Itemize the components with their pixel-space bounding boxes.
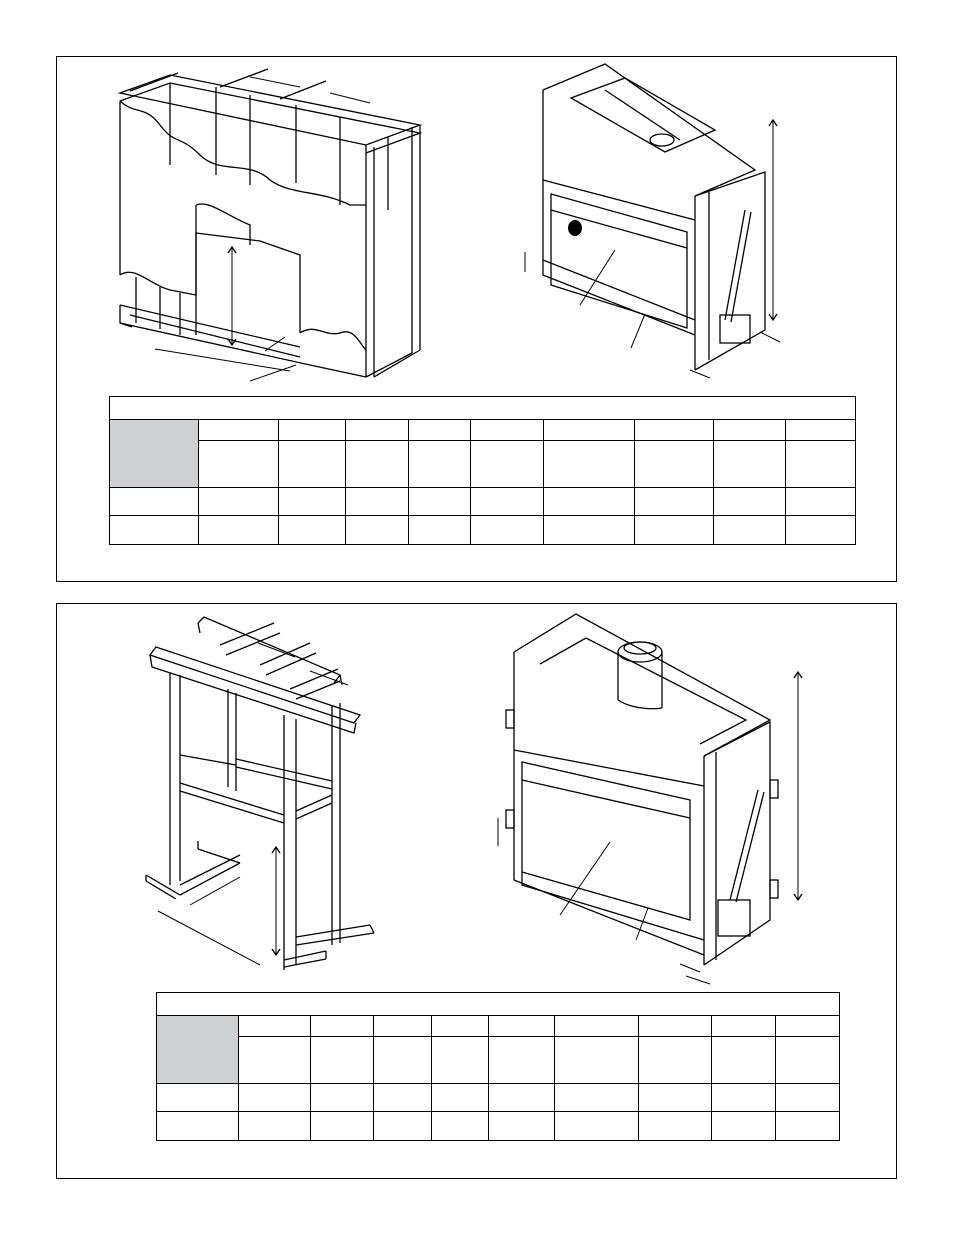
header-cell [638,1036,712,1084]
table-cell [408,515,472,545]
table-cell [198,487,279,516]
header-cell [431,1015,489,1037]
spec-table-bottom [155,992,841,1141]
table-cell [408,487,472,516]
fireplace-unit-drawing [524,63,781,379]
header-cell [198,419,279,441]
header-cell [633,440,715,488]
table-cell [373,1083,432,1112]
table-cell [713,487,787,516]
table-cell [108,487,200,516]
table-cell [713,515,787,545]
header-cell [470,440,545,488]
table-row [108,487,856,516]
table-cell [785,487,856,516]
header-cell [785,440,856,488]
header-cell [373,1015,432,1037]
table-cell [638,1111,712,1141]
table-cell [638,1083,712,1112]
table-cell [373,1111,432,1141]
header-cell [554,1015,639,1037]
table-cell [488,1083,555,1112]
fireplace-unit-vent-drawing [497,613,803,985]
header-cell [774,1015,841,1037]
header-cell [488,1036,555,1084]
table-cell [785,515,856,545]
header-cell [543,440,635,488]
spec-table-top [108,396,856,545]
table-row [156,1083,841,1112]
header-cell [373,1036,432,1084]
table-cell [431,1111,489,1141]
table-cell [711,1083,776,1112]
table-cell [277,515,347,545]
table-cell [108,515,200,545]
header-cell [408,419,472,441]
header-cell [345,419,410,441]
header-cell [554,1036,639,1084]
header-cell [488,1015,555,1037]
framing-panel-top [56,56,897,582]
table-row [108,515,856,545]
header-cell [238,1015,311,1037]
framing-enclosure-drawing [117,68,423,382]
table-cell [711,1111,776,1141]
header-cell [310,1036,374,1084]
table-cell [470,487,545,516]
table-cell [310,1111,374,1141]
header-cell [198,440,279,488]
header-cell [713,440,787,488]
header-cell [711,1015,776,1037]
table-cell [310,1083,374,1112]
table-row [156,1111,841,1141]
table-cell [345,487,410,516]
header-cell [277,419,347,441]
header-cell [543,419,635,441]
header-cell [345,440,410,488]
header-cell [238,1036,311,1084]
table-title [109,396,856,420]
table-cell [554,1083,639,1112]
table-cell [345,515,410,545]
header-cell [711,1036,776,1084]
model-header-cell [156,1015,239,1084]
header-cell [785,419,856,441]
header-cell [277,440,347,488]
table-cell [633,487,715,516]
header-cell [431,1036,489,1084]
header-cell [774,1036,841,1084]
table-cell [470,515,545,545]
table-cell [488,1111,555,1141]
table-cell [198,515,279,545]
table-cell [156,1083,239,1112]
table-cell [633,515,715,545]
open-framing-drawing [145,616,375,970]
table-cell [238,1111,311,1141]
table-cell [543,487,635,516]
table-cell [554,1111,639,1141]
table-cell [156,1111,239,1141]
header-cell [713,419,787,441]
model-header-cell [108,419,200,488]
table-cell [774,1111,841,1141]
header-cell [470,419,545,441]
table-cell [431,1083,489,1112]
table-cell [277,487,347,516]
framing-panel-bottom [56,603,897,1179]
table-cell [543,515,635,545]
header-cell [633,419,715,441]
table-cell [238,1083,311,1112]
header-cell [408,440,472,488]
table-cell [774,1083,841,1112]
header-cell [310,1015,374,1037]
header-cell [638,1015,712,1037]
table-title [155,992,841,1016]
